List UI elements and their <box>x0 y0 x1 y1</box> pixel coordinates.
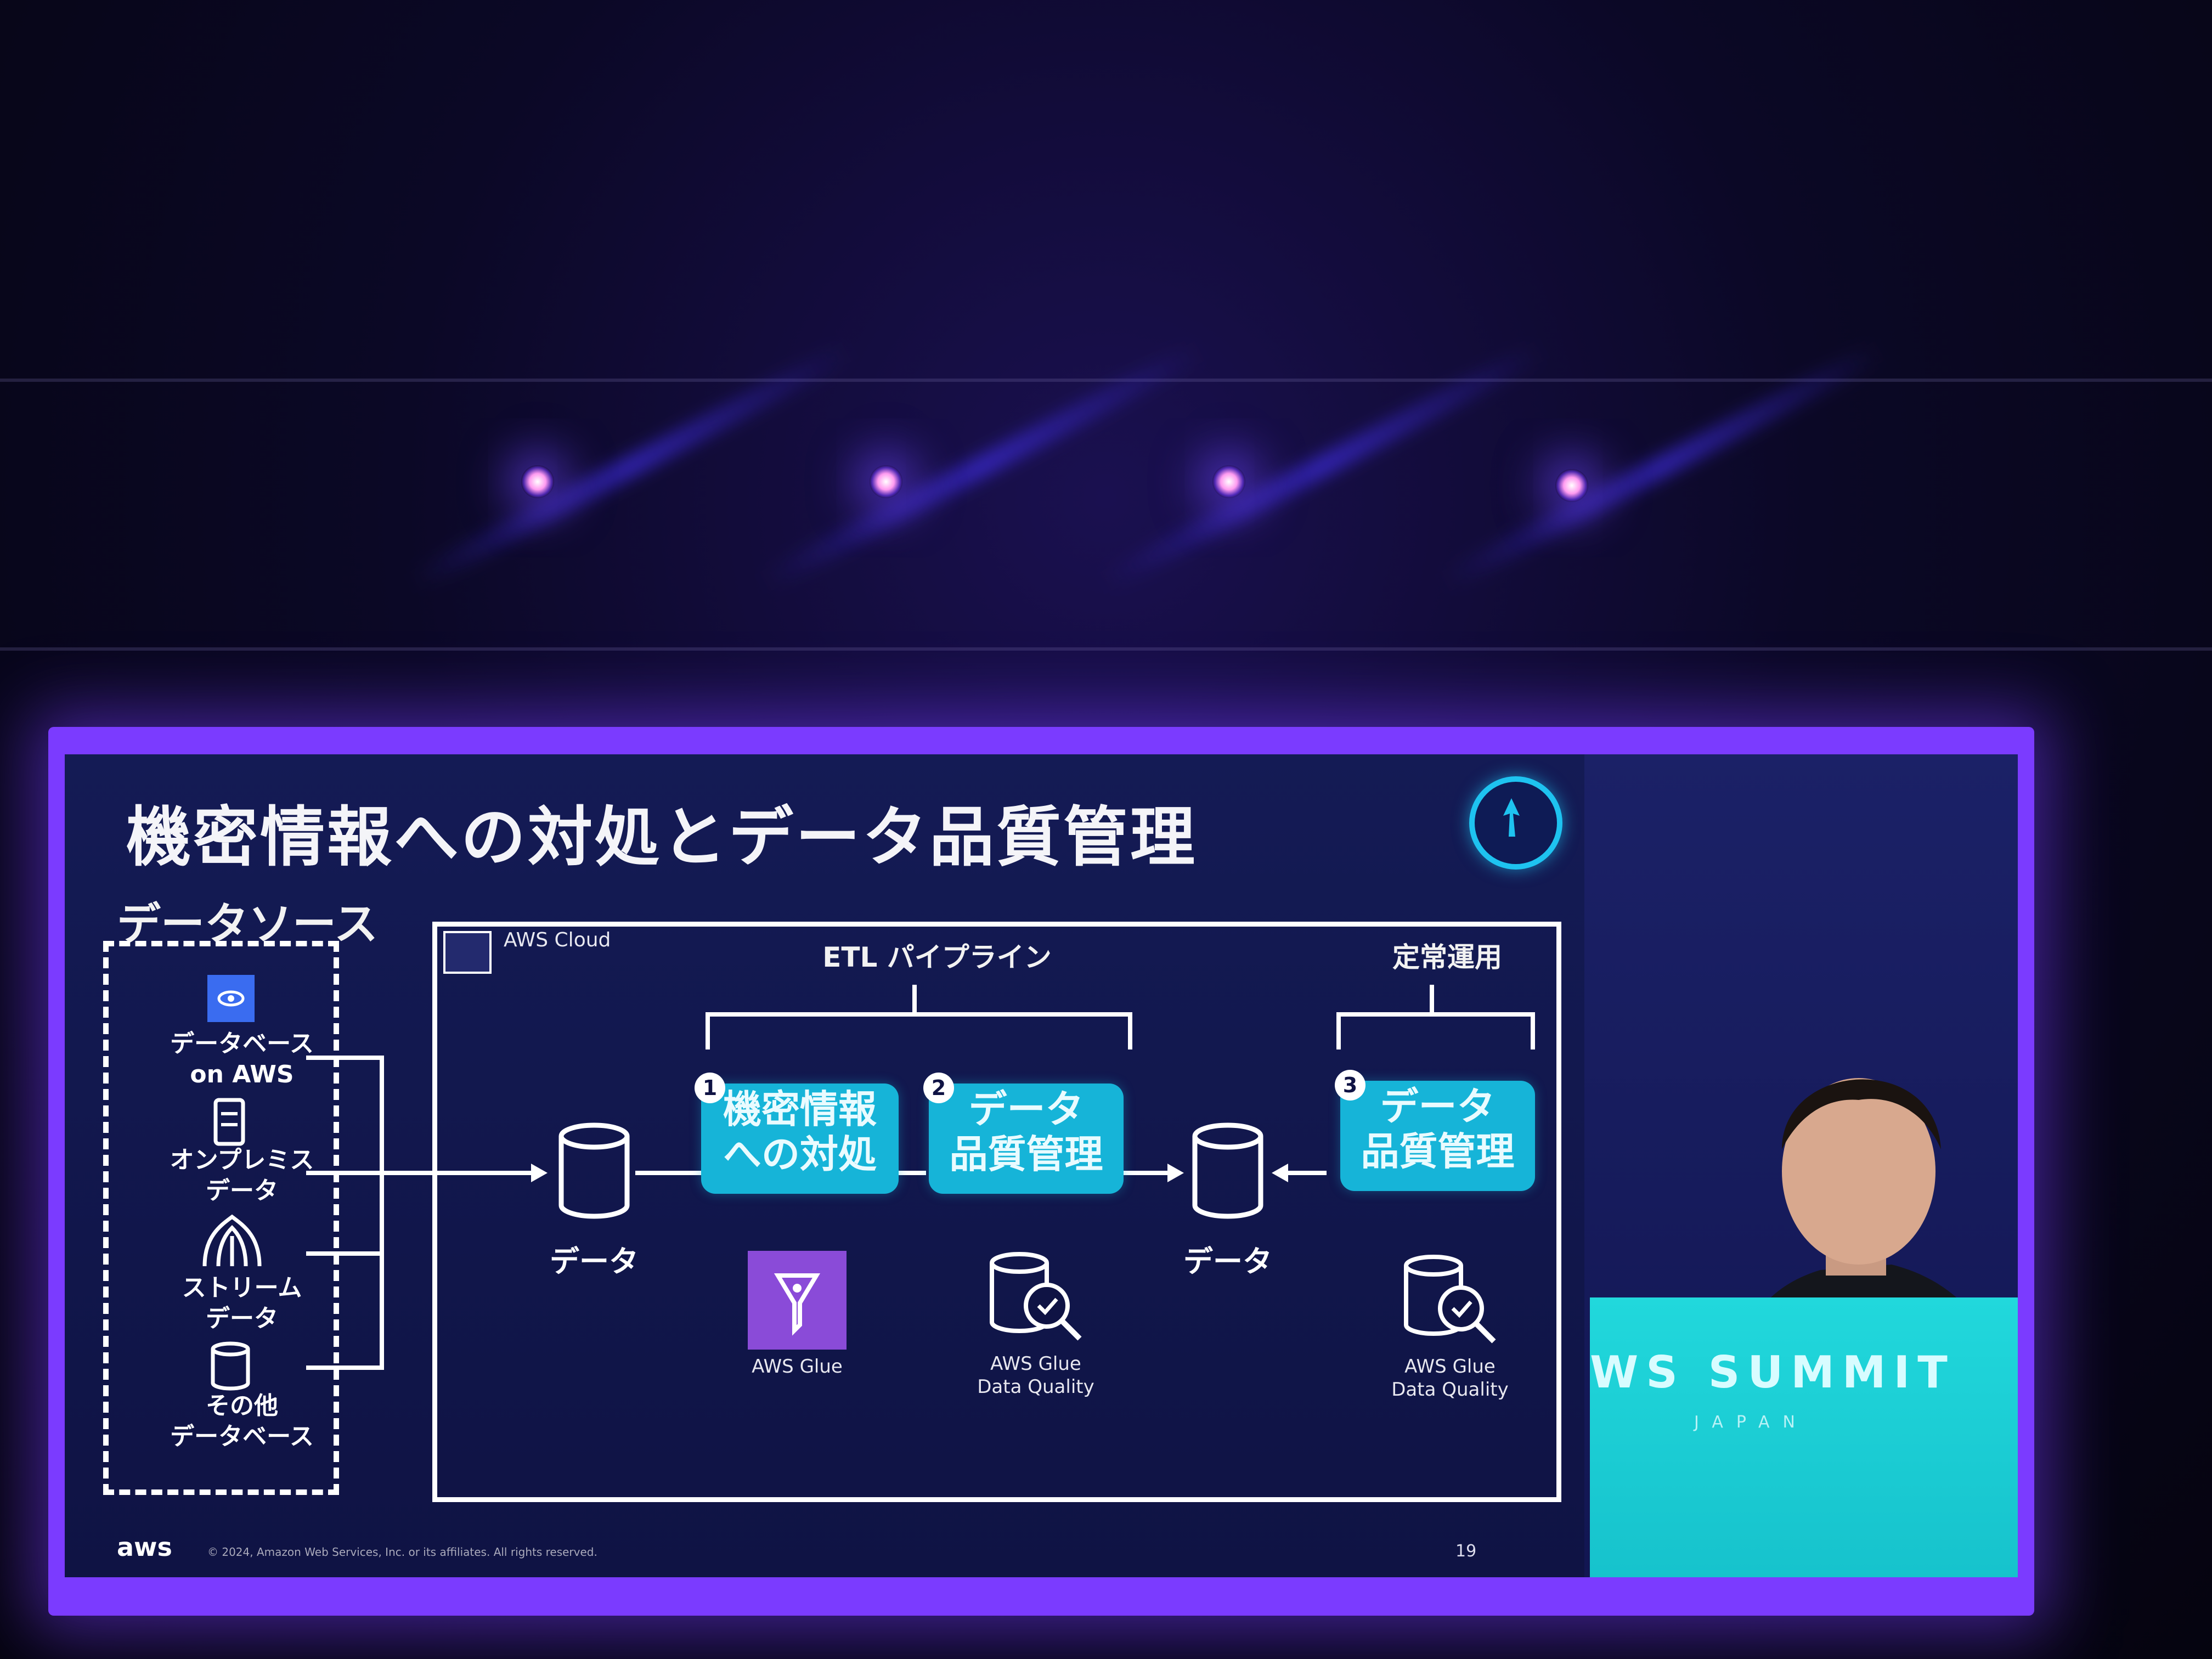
operations-bracket <box>1336 1012 1535 1049</box>
stream-icon <box>199 1214 265 1271</box>
operations-bracket-stem <box>1430 985 1434 1015</box>
stage-spotlight <box>1555 469 1588 502</box>
data-source-label: オンプレミス データ <box>170 1146 314 1205</box>
aws-cloud-boundary <box>432 922 1561 1502</box>
data-store-label: データ <box>550 1244 639 1279</box>
presentation-slide: 機密情報への対処とデータ品質管理 データソース データベース on AWS オン… <box>65 754 1584 1577</box>
etl-pipeline-label: ETL パイプライン <box>822 941 1052 973</box>
aws-glue-icon <box>748 1251 847 1350</box>
aws-logo: aws <box>117 1532 172 1562</box>
lectern-brand: WS SUMMIT <box>1590 1347 1955 1398</box>
stage-spotlight <box>1212 465 1245 498</box>
glue-data-quality-icon <box>1401 1254 1499 1349</box>
step-sensitive-data-box: 機密情報への対処 <box>701 1084 899 1194</box>
data-source-label: その他 データベース <box>170 1392 314 1451</box>
data-source-label: ストリーム データ <box>182 1274 302 1333</box>
lectern <box>1590 1297 2018 1577</box>
step-number-badge: 2 <box>923 1073 954 1103</box>
step-number-badge: 1 <box>695 1073 725 1103</box>
database-icon <box>208 1341 252 1393</box>
lighting-truss <box>0 379 2212 382</box>
data-source-label: データベース on AWS <box>170 1030 314 1088</box>
data-store-icon <box>556 1122 633 1223</box>
operations-label: 定常運用 <box>1392 941 1502 973</box>
slide-title: 機密情報への対処とデータ品質管理 <box>126 799 1198 875</box>
stage-spotlight <box>521 465 554 498</box>
aws-cloud-icon <box>443 931 492 974</box>
copyright-notice: © 2024, Amazon Web Services, Inc. or its… <box>207 1545 597 1559</box>
event-badge-icon <box>1469 776 1562 870</box>
stage-spotlight <box>870 465 902 498</box>
flow-connectors <box>306 1056 1327 1370</box>
glue-data-quality-icon <box>986 1251 1085 1346</box>
step-ops-data-quality-box: データ品質管理 <box>1340 1081 1535 1191</box>
etl-bracket-stem <box>912 985 917 1015</box>
server-icon <box>213 1097 246 1149</box>
step-number-badge: 3 <box>1335 1070 1365 1101</box>
service-label: AWS Glue <box>752 1356 843 1378</box>
database-service-icon <box>206 974 256 1025</box>
data-sources-box <box>103 941 339 1495</box>
step-data-quality-box: データ品質管理 <box>929 1084 1124 1194</box>
lighting-truss <box>0 647 2212 651</box>
speaker-video-pane: WS SUMMIT JAPAN <box>1584 754 2018 1577</box>
data-store-icon <box>1189 1122 1266 1223</box>
data-store-label: データ <box>1183 1244 1272 1279</box>
slide-page-number: 19 <box>1455 1542 1477 1561</box>
lectern-subtitle: JAPAN <box>1694 1413 1808 1432</box>
aws-cloud-label: AWS Cloud <box>504 929 611 951</box>
etl-bracket <box>706 1012 1132 1049</box>
